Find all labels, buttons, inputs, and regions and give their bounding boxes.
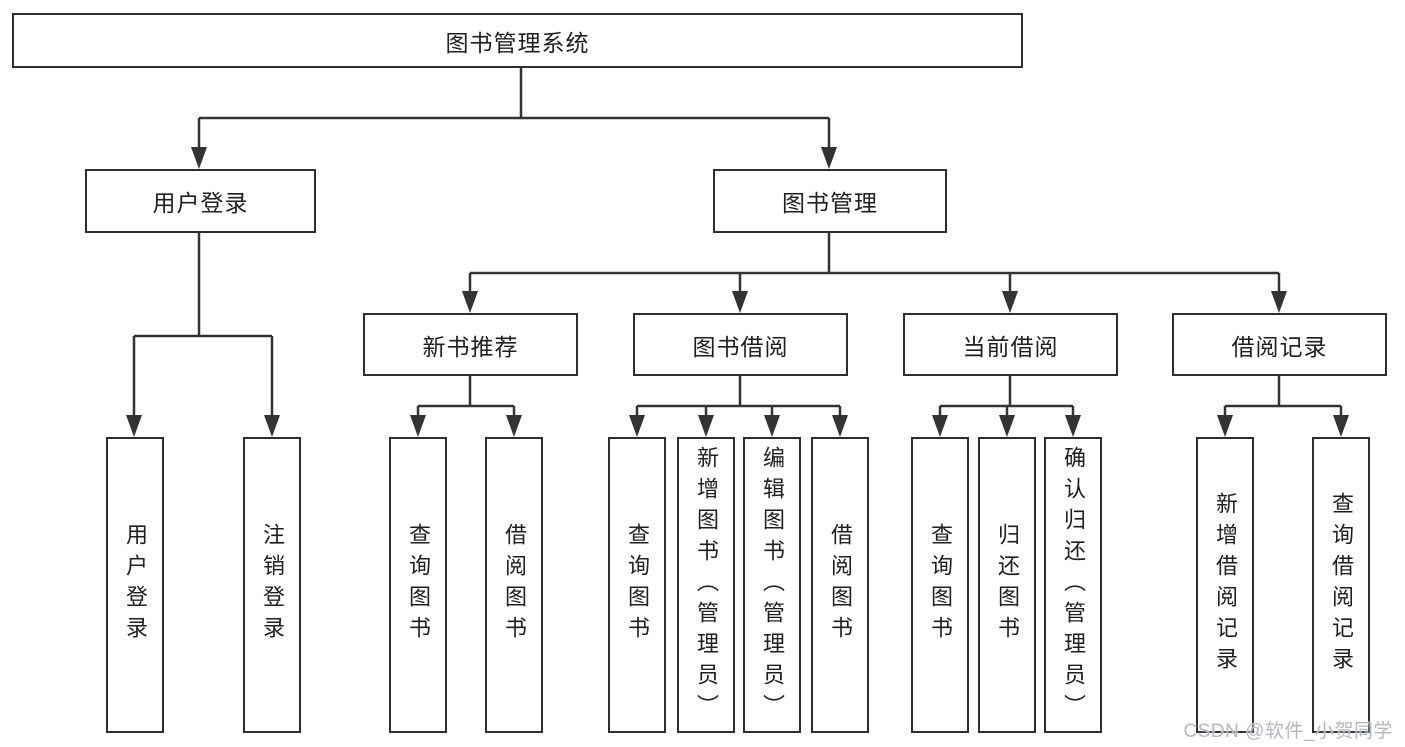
node-current-borrowing: 当前借阅	[903, 313, 1118, 376]
node-label: 归还图书	[995, 523, 1020, 647]
connector-lines	[132, 68, 1343, 418]
watermark: CSDN @软件_小贺同学	[1183, 721, 1393, 742]
leaf-logout-login: 注销登录	[243, 437, 301, 733]
arrowhead-icons	[126, 147, 1349, 437]
leaf-add-book-admin: 新增图书（管理员）	[677, 437, 735, 733]
leaf-edit-book-admin: 编辑图书（管理员）	[743, 437, 801, 733]
node-label: 图书管理系统	[445, 29, 590, 56]
node-user-login: 用户登录	[85, 169, 316, 233]
node-label: 借阅图书	[502, 523, 527, 647]
node-label: 查询图书	[625, 523, 650, 647]
node-new-book-recommendation: 新书推荐	[363, 313, 578, 376]
node-library-management-system: 图书管理系统	[12, 13, 1023, 68]
node-label: 用户登录	[123, 523, 148, 647]
node-label: 新增借阅记录	[1213, 492, 1238, 678]
node-label: 编辑图书（管理员）	[760, 445, 785, 725]
node-label: 借阅图书	[828, 523, 853, 647]
leaf-query-books-current: 查询图书	[911, 437, 969, 733]
node-label: 用户登录	[152, 190, 249, 216]
leaf-confirm-return-admin: 确认归还（管理员）	[1044, 437, 1102, 733]
node-label: 查询图书	[928, 523, 953, 647]
leaf-borrow-books-borrowing: 借阅图书	[811, 437, 869, 733]
node-label: 查询图书	[406, 523, 431, 647]
node-label: 借阅记录	[1231, 333, 1328, 360]
node-label: 注销登录	[260, 523, 285, 647]
leaf-return-books: 归还图书	[978, 437, 1036, 733]
node-book-borrowing: 图书借阅	[633, 313, 848, 376]
leaf-query-borrow-record: 查询借阅记录	[1312, 437, 1370, 733]
leaf-query-books-borrowing: 查询图书	[608, 437, 666, 733]
node-label: 新书推荐	[422, 333, 519, 360]
node-label: 新增图书（管理员）	[694, 445, 719, 725]
leaf-user-login: 用户登录	[106, 437, 164, 733]
node-label: 查询借阅记录	[1329, 492, 1354, 678]
leaf-add-borrow-record: 新增借阅记录	[1196, 437, 1254, 733]
node-borrowing-records: 借阅记录	[1172, 313, 1387, 376]
leaf-borrow-books-recommend: 借阅图书	[485, 437, 543, 733]
leaf-query-books-recommend: 查询图书	[389, 437, 447, 733]
node-label: 图书借阅	[692, 333, 789, 360]
node-label: 当前借阅	[962, 333, 1059, 360]
node-label: 确认归还（管理员）	[1061, 445, 1086, 725]
node-book-management: 图书管理	[713, 169, 947, 233]
node-label: 图书管理	[782, 190, 878, 216]
